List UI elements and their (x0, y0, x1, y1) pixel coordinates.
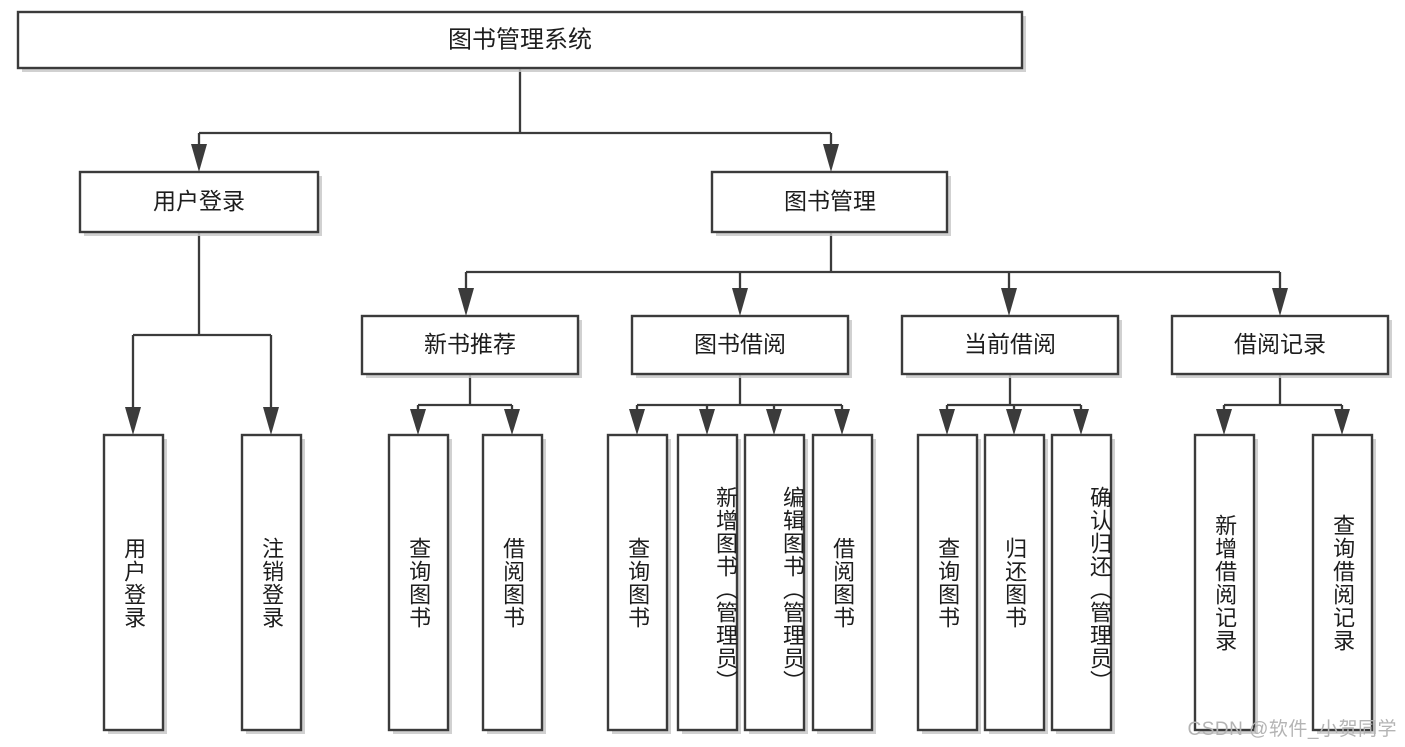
node-root-box[interactable] (16, 10, 1024, 70)
leaf-query-book-3[interactable] (916, 433, 981, 734)
leaf-query-book-1[interactable] (387, 433, 452, 734)
leaf-query-record[interactable] (1311, 433, 1376, 734)
leaf-confirm-return[interactable] (1050, 433, 1115, 734)
arrow-to-current-borrow (1001, 288, 1017, 316)
arrow-to-user-login (191, 144, 207, 172)
csdn-watermark: CSDN @软件_小贺同学 (1187, 719, 1397, 740)
node-book-manage-label: 图书管理 (784, 188, 876, 214)
leaf-return-book[interactable] (983, 433, 1048, 734)
node-book-borrow-box[interactable] (630, 314, 850, 376)
arrow-to-leaf-query-book-1 (410, 409, 426, 435)
node-book-borrow[interactable]: 图书借阅 (630, 314, 852, 378)
leaf-return-book-box[interactable] (983, 433, 1046, 732)
leaf-borrow-book-1-box[interactable] (481, 433, 544, 732)
arrow-to-leaf-user-login (125, 407, 141, 435)
node-new-book-recommend-box[interactable] (360, 314, 580, 376)
node-book-manage-box[interactable] (710, 170, 949, 234)
leaf-confirm-return-box[interactable] (1050, 433, 1113, 732)
node-borrow-record-label: 借阅记录 (1234, 331, 1326, 357)
arrow-to-book-borrow (732, 288, 748, 316)
leaf-query-record-box[interactable] (1311, 433, 1374, 732)
leaf-add-book-box[interactable] (676, 433, 739, 732)
arrow-to-leaf-query-book-2 (629, 409, 645, 435)
leaf-user-login-box[interactable] (102, 433, 165, 732)
arrow-to-leaf-add-book (699, 409, 715, 435)
leaf-add-record-box[interactable] (1193, 433, 1256, 732)
arrow-to-book-manage (823, 144, 839, 172)
arrow-to-leaf-borrow-book-1 (504, 409, 520, 435)
arrow-to-new-book-recommend (458, 288, 474, 316)
arrow-to-leaf-add-record (1216, 409, 1232, 435)
leaf-query-book-2[interactable] (606, 433, 671, 734)
leaf-user-login[interactable] (102, 433, 167, 734)
arrow-to-borrow-record (1272, 288, 1288, 316)
node-new-book-recommend-label: 新书推荐 (424, 331, 516, 357)
node-current-borrow-label: 当前借阅 (964, 331, 1056, 357)
arrow-to-leaf-logout (263, 407, 279, 435)
node-current-borrow-box[interactable] (900, 314, 1120, 376)
arrow-to-leaf-confirm-return (1073, 409, 1089, 435)
arrow-to-leaf-return-book (1006, 409, 1022, 435)
leaf-query-book-2-box[interactable] (606, 433, 669, 732)
leaf-borrow-book-2-box[interactable] (811, 433, 874, 732)
arrow-to-leaf-query-book-3 (939, 409, 955, 435)
node-borrow-record[interactable]: 借阅记录 (1170, 314, 1392, 378)
node-book-borrow-label: 图书借阅 (694, 331, 786, 357)
leaf-query-book-1-box[interactable] (387, 433, 450, 732)
leaf-borrow-book-1[interactable] (481, 433, 546, 734)
leaf-edit-book-box[interactable] (743, 433, 806, 732)
leaf-edit-book[interactable] (743, 433, 808, 734)
node-user-login[interactable]: 用户登录 (78, 170, 322, 236)
leaf-add-record[interactable] (1193, 433, 1258, 734)
arrow-to-leaf-edit-book (766, 409, 782, 435)
connector-layer (125, 68, 1350, 435)
leaf-logout-box[interactable] (240, 433, 303, 732)
node-root-label: 图书管理系统 (448, 26, 592, 53)
leaf-query-book-3-box[interactable] (916, 433, 979, 732)
node-new-book-recommend[interactable]: 新书推荐 (360, 314, 582, 378)
node-user-login-label: 用户登录 (153, 188, 245, 214)
node-root[interactable]: 图书管理系统 (16, 10, 1026, 72)
node-user-login-box[interactable] (78, 170, 320, 234)
node-current-borrow[interactable]: 当前借阅 (900, 314, 1122, 378)
leaf-add-book[interactable] (676, 433, 741, 734)
arrow-to-leaf-query-record (1334, 409, 1350, 435)
arrow-to-leaf-borrow-book-2 (834, 409, 850, 435)
leaf-logout[interactable] (240, 433, 305, 734)
node-book-manage[interactable]: 图书管理 (710, 170, 951, 236)
node-borrow-record-box[interactable] (1170, 314, 1390, 376)
leaf-borrow-book-2[interactable] (811, 433, 876, 734)
